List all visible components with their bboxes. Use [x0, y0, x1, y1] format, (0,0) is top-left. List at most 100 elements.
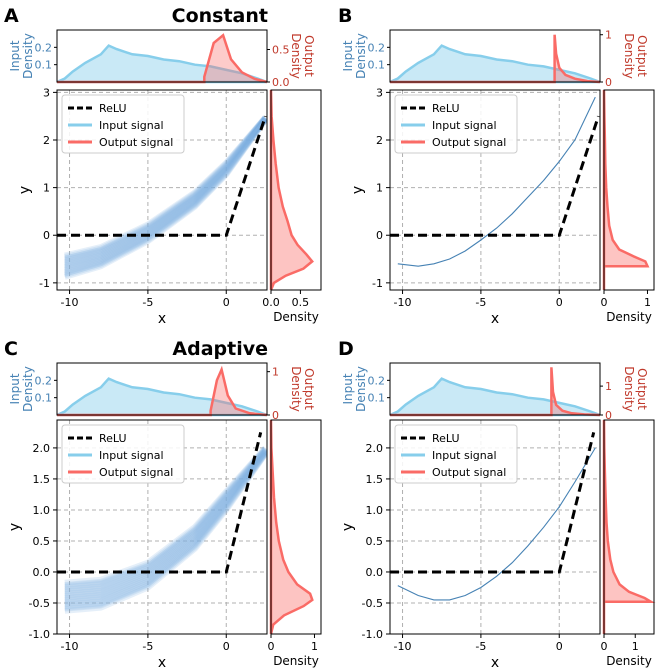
label-line: Density [289, 33, 303, 79]
input-signal-trace [64, 116, 267, 270]
input-signal-trace [64, 446, 267, 591]
label-line: Input [341, 373, 355, 404]
input-density-area [389, 44, 601, 84]
top-y-tick-label: 0.1 [35, 392, 53, 405]
input-signal-trace [63, 117, 267, 274]
top-y2-tick-label: 0.0 [272, 76, 290, 89]
panel-letter: D [338, 338, 354, 360]
legend-label: Input signal [99, 119, 164, 132]
legend-label: Output signal [99, 466, 173, 479]
legend-label: Output signal [432, 136, 506, 149]
y-axis-label: y [340, 523, 356, 531]
legend-label: Output signal [432, 466, 506, 479]
label-line: Density [354, 33, 368, 79]
input-signal-trace [64, 450, 267, 608]
x-tick-label: -10 [61, 296, 79, 309]
main-plot-area [57, 420, 267, 634]
label-line: Output [635, 368, 649, 410]
output-density-label: OutputDensity [289, 33, 316, 79]
legend-label: ReLU [432, 102, 460, 115]
y-tick-label: -0.5 [29, 597, 50, 610]
input-density-label: InputDensity [8, 33, 35, 79]
top-y-tick-label: 0.1 [368, 392, 386, 405]
top-y2-tick-label: 1 [272, 366, 279, 379]
relu-line [57, 432, 263, 574]
relu-line [390, 432, 596, 574]
input-density-label: InputDensity [341, 33, 368, 79]
x-tick-label: -5 [142, 640, 153, 653]
y-tick-label: 0 [43, 229, 50, 242]
label-line: Input [341, 40, 355, 71]
input-signal-trace [64, 115, 267, 261]
output-density-right [269, 419, 314, 635]
panel-letter: C [4, 338, 18, 360]
output-density-line [57, 33, 268, 84]
y-tick-label: 2.0 [33, 442, 51, 455]
y-tick-label: -1 [39, 277, 50, 290]
input-signal-trace [64, 451, 267, 612]
input-signal-trace [64, 452, 267, 614]
label-line: Density [21, 366, 35, 412]
top-y2-tick-label: 1 [605, 29, 612, 42]
right-axes-frame [603, 89, 655, 291]
main-axes-frame [389, 89, 601, 291]
panel-title: Constant [172, 5, 268, 27]
input-signal-trace [64, 115, 267, 259]
label-line: Density [354, 366, 368, 412]
legend-label: ReLU [99, 432, 127, 445]
y-tick-label: 0.0 [33, 566, 51, 579]
x-tick-label: -5 [475, 640, 486, 653]
x-tick-label: 0 [556, 296, 563, 309]
y-tick-label: 1 [43, 182, 50, 195]
y-tick-label: 1 [376, 182, 383, 195]
y-tick-label: -1 [372, 277, 383, 290]
top-y2-tick-label: 1 [605, 380, 612, 393]
legend-label: Output signal [99, 136, 173, 149]
top-axes-frame [389, 362, 601, 416]
y-tick-label: -1.0 [29, 628, 50, 641]
input-signal-trace [64, 115, 267, 264]
y-tick-label: 3 [43, 86, 50, 99]
y-tick-label: 3 [376, 86, 383, 99]
input-signal-trace [63, 117, 267, 277]
x-tick-label: -5 [142, 296, 153, 309]
x-axis-label: x [491, 655, 499, 671]
panel-letter: A [4, 5, 19, 27]
top-y-tick-label: 0.1 [35, 59, 53, 72]
input-signal-trace [64, 449, 267, 601]
x-tick-label: -5 [475, 296, 486, 309]
right-x-tick-label: 0.0 [262, 296, 280, 309]
legend-label: Input signal [432, 449, 497, 462]
label-line: Output [302, 35, 316, 77]
right-x-tick-label: 1 [311, 640, 318, 653]
input-signal-trace [64, 115, 267, 262]
output-density-right [269, 89, 314, 291]
y-tick-label: 1.0 [33, 504, 51, 517]
output-density-label: OutputDensity [289, 366, 316, 412]
right-axes-frame [270, 89, 322, 291]
y-tick-label: 0.0 [366, 566, 384, 579]
label-line: Input [8, 40, 22, 71]
input-signal-trace [64, 116, 267, 266]
main-axes-frame [389, 419, 601, 635]
x-tick-label: 0 [223, 296, 230, 309]
legend-box [394, 94, 518, 154]
top-y-tick-label: 0.2 [368, 374, 386, 387]
input-signal-band [64, 117, 266, 277]
right-x-tick-label: 0 [268, 640, 275, 653]
y-tick-label: 0 [376, 229, 383, 242]
top-axes-frame [56, 29, 268, 83]
output-density-fill [57, 369, 267, 415]
top-y-tick-label: 0.2 [35, 374, 53, 387]
legend-box [394, 424, 518, 484]
right-x-axis-label: Density [606, 654, 652, 668]
